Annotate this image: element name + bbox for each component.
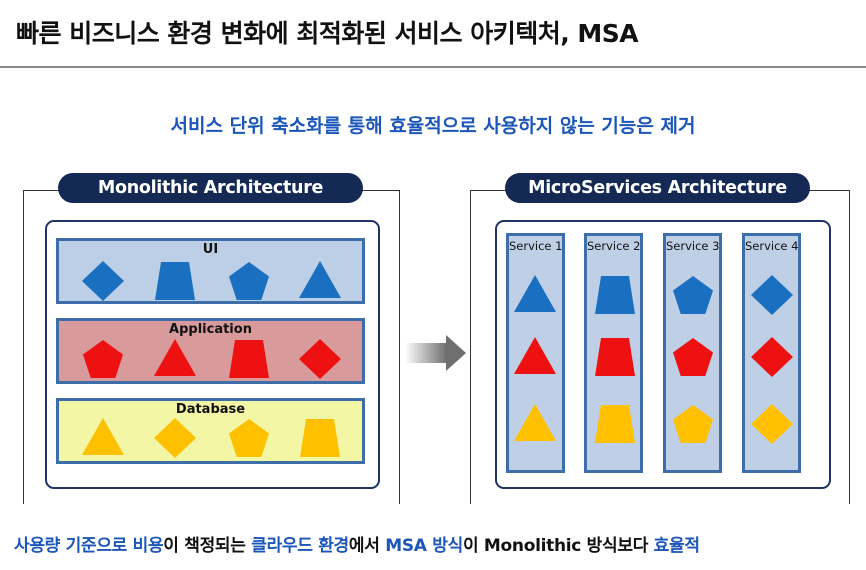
right-arrow-icon [405,335,466,371]
layer-2-diamond-shape [299,339,341,379]
service-1-triangle-shape-2 [514,337,556,374]
microservices-title: MicroServices Architecture [505,173,810,203]
footer-highlight-cloud: 클라우드 환경 [251,536,349,556]
layer-1-trapezoid-shape [155,262,195,300]
service-3-pentagon-shape-3 [673,405,713,443]
service-3-label: Service 3 [666,239,720,253]
title-divider [0,66,866,68]
monolithic-title: Monolithic Architecture [58,173,363,203]
layer-1-diamond-shape [82,261,124,301]
layer-1-triangle-shape [299,261,341,298]
footer-highlight-cost: 사용량 기준으로 비용 [14,536,164,556]
service-1-triangle-shape-1 [514,275,556,312]
layer-2-pentagon-shape [83,340,123,378]
service-3-pentagon-shape-1 [673,276,713,314]
layer-2-triangle-shape [154,339,196,376]
footer-text-3: 이 Monolithic 방식보다 [462,536,654,556]
page-title: 빠른 비즈니스 환경 변화에 최적화된 서비스 아키텍처, MSA [16,19,639,48]
layer-2-trapezoid-shape [229,340,269,378]
footer-highlight-efficient: 효율적 [653,536,700,556]
diagram-subtitle: 서비스 단위 축소화를 통해 효율적으로 사용하지 않는 기능은 제거 [170,115,696,137]
service-2-trapezoid-shape-2 [595,338,635,376]
layer-application-label: Application [169,322,252,337]
service-1-triangle-shape-3 [514,404,556,441]
layer-ui-label: UI [202,242,219,257]
service-2-trapezoid-shape-3 [595,405,635,443]
service-3-pentagon-shape-2 [673,338,713,376]
layer-3-triangle-shape [82,418,124,455]
footer-text-2: 에서 [348,536,386,556]
service-4-diamond-shape-1 [751,275,793,315]
layer-1-pentagon-shape [229,262,269,300]
layer-3-diamond-shape [154,418,196,458]
footer-statement: 사용량 기준으로 비용이 책정되는 클라우드 환경에서 MSA 방식이 Mono… [14,531,700,556]
layer-3-trapezoid-shape [300,419,340,457]
service-2-label: Service 2 [587,239,641,253]
service-4-label: Service 4 [745,239,799,253]
footer-highlight-msa: MSA 방식 [385,536,463,556]
footer-text-1: 이 책정되는 [163,536,252,556]
service-1-label: Service 1 [509,239,563,253]
layer-database-label: Database [175,402,246,417]
service-4-diamond-shape-2 [751,337,793,377]
service-4-diamond-shape-3 [751,404,793,444]
layer-3-pentagon-shape [229,419,269,457]
service-2-trapezoid-shape-1 [595,276,635,314]
